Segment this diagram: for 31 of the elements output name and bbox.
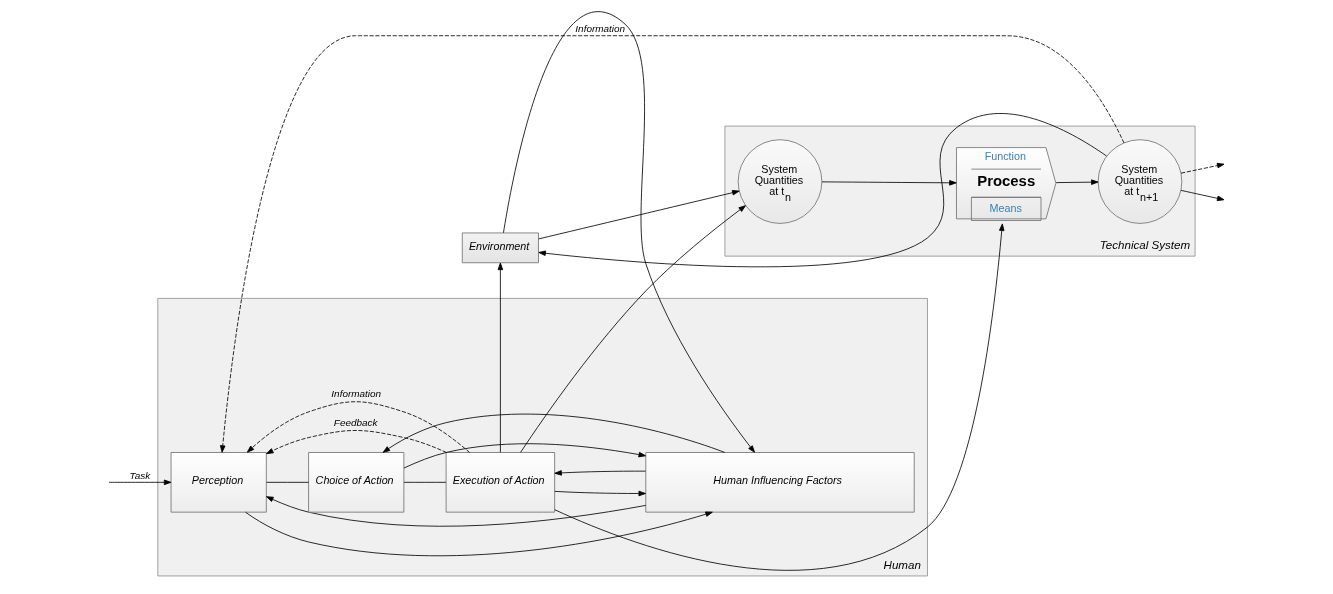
connector [266, 481, 309, 483]
edge-label: Feedback [333, 417, 378, 429]
arrow [554, 490, 646, 497]
node-box: Choice of Action [308, 452, 405, 513]
node-box: Human Influencing Factors [645, 452, 915, 513]
arrow [520, 205, 746, 453]
arrow [220, 35, 1125, 453]
arrow [538, 113, 1107, 268]
arrow [1180, 189, 1225, 202]
arrow [108, 479, 172, 486]
arrow [503, 12, 755, 453]
node-box: Execution of Action [445, 452, 556, 513]
arrow [403, 443, 646, 469]
arrow [382, 413, 726, 453]
node-box: Environment [461, 232, 539, 264]
arrow [554, 223, 1005, 571]
edge-label: Information [331, 388, 382, 400]
arrow [821, 180, 957, 186]
arrow [497, 262, 504, 453]
arrow [1180, 162, 1225, 174]
arrow [266, 496, 647, 527]
arrow [246, 401, 470, 453]
connector [403, 481, 447, 483]
arrow [245, 511, 713, 557]
arrow [554, 470, 646, 476]
arrow [266, 430, 447, 455]
arrow [1055, 179, 1099, 185]
node-box: Perception [170, 452, 267, 513]
arrow [538, 189, 740, 240]
edge-label: Information [575, 23, 626, 35]
edge-label: Task [129, 469, 151, 481]
